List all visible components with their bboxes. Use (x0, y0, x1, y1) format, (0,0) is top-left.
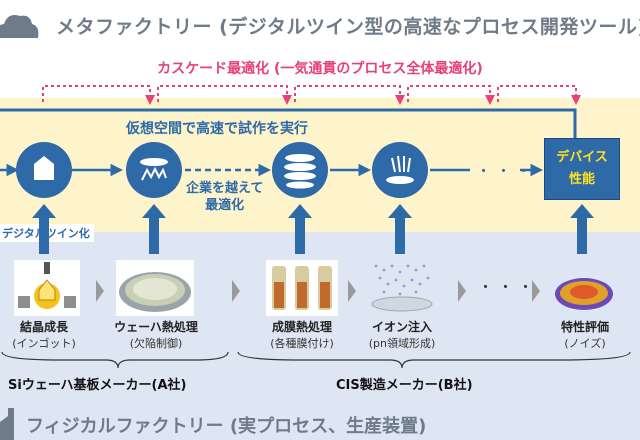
cascade-arrows (42, 85, 581, 105)
factory-icon (0, 408, 14, 440)
step-sub: (pn領域形成) (368, 337, 436, 350)
step-sub: (ノイズ) (564, 337, 606, 350)
step-wafer-anneal: ウェーハ熱処理 (欠陥制御) (104, 318, 208, 351)
step-name: 成膜熱処理 (271, 320, 332, 334)
film-twin-node (272, 142, 328, 198)
evaluation-image (555, 278, 613, 310)
physical-flow-chevrons (96, 280, 540, 302)
step-sub: (欠陥制御) (129, 337, 183, 350)
company-brackets (1, 351, 631, 369)
step-name: 特性評価 (560, 320, 609, 334)
ion-implant-image (371, 264, 433, 312)
company-b-label: CIS製造メーカー(B社) (336, 378, 473, 393)
cross-company-label: 企業を越えて 最適化 (186, 180, 263, 214)
ion-twin-node (372, 142, 428, 198)
header-band (0, 0, 640, 44)
step-name: イオン注入 (371, 320, 432, 334)
crystal-twin-node (16, 142, 72, 198)
step-evaluation: 特性評価 (ノイズ) (540, 318, 630, 351)
cross-company-line1: 企業を越えて (186, 181, 264, 196)
step-film-deposition: 成膜熱処理 (各種膜付け) (252, 318, 352, 351)
wafer-twin-node (126, 142, 182, 198)
device-box-line2: 性能 (568, 172, 595, 187)
step-sub: (インゴット) (12, 337, 76, 350)
step-name: 結晶成長 (19, 320, 68, 334)
digital-twin-arrows (32, 204, 594, 254)
meta-factory-title: メタファクトリー (デジタルツイン型の高速なプロセス開発ツール) (56, 16, 640, 38)
cloud-icon (0, 15, 39, 38)
physical-factory-title: フィジカルファクトリー (実プロセス、生産装置) (26, 416, 427, 437)
step-sub: (各種膜付け) (270, 337, 334, 350)
step-crystal-growth: 結晶成長 (インゴット) (2, 318, 86, 351)
virtual-ellipsis: ・・・ (476, 162, 537, 180)
step-name: ウェーハ熱処理 (114, 320, 198, 334)
company-a-label: Siウェーハ基板メーカー(A社) (8, 378, 187, 393)
wafer-anneal-image (116, 260, 194, 316)
cascade-optimization-label: カスケード最適化 (一気通貫のプロセス全体最適化) (157, 61, 483, 77)
cross-company-line2: 最適化 (205, 198, 245, 213)
step-ion-implant: イオン注入 (pn領域形成) (352, 318, 452, 351)
device-performance-box: デバイス 性能 (544, 138, 620, 200)
physical-ellipsis: ・・・ (478, 278, 539, 296)
virtual-trial-label: 仮想空間で高速で試作を実行 (126, 121, 308, 137)
device-box-line1: デバイス (556, 150, 608, 165)
film-deposition-image (266, 260, 338, 316)
virtual-process-flow (0, 108, 577, 177)
crystal-growth-image (14, 260, 80, 316)
